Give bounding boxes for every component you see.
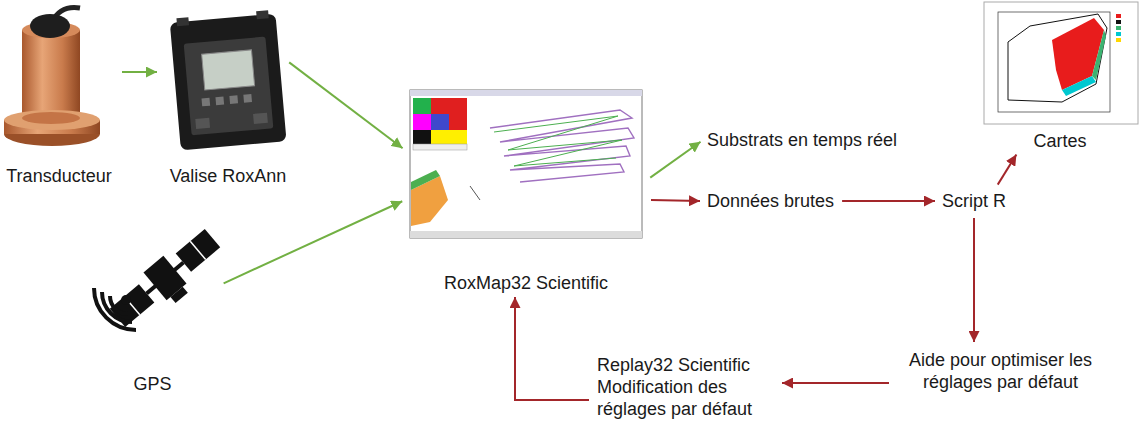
node-label: Valise RoxAnn <box>168 165 289 187</box>
roxmap-software-node: RoxMap32 Scientific <box>405 88 647 294</box>
flow-arrow <box>650 142 700 178</box>
roxann-case-picture <box>169 10 286 151</box>
maps-node: Cartes <box>978 0 1142 152</box>
flow-arrow <box>515 297 589 400</box>
node-label: Aide pour optimiser les réglages par déf… <box>897 349 1104 393</box>
transducer-picture <box>4 8 100 146</box>
node-label: Substrats en temps réel <box>707 129 897 151</box>
r-script-node: Script R <box>938 188 1010 214</box>
realtime-output-node: Substrats en temps réel <box>703 127 901 153</box>
node-label: GPS <box>131 373 173 395</box>
node-label: Données brutes <box>707 190 834 212</box>
flow-arrow <box>289 62 402 148</box>
node-label: Transducteur <box>4 165 113 187</box>
flow-arrow <box>224 201 403 283</box>
gps-icon <box>94 224 229 337</box>
node-label: Cartes <box>1031 130 1088 152</box>
roxmap-screenshot <box>410 90 642 238</box>
flow-arrow <box>122 71 157 73</box>
roxann-case-node: Valise RoxAnn <box>160 5 296 187</box>
transducer-node: Transducteur <box>0 5 118 187</box>
node-label: RoxMap32 Scientific <box>442 272 610 294</box>
flow-arrow <box>998 155 1017 185</box>
flow-arrow <box>973 218 975 342</box>
flow-arrow <box>842 200 935 202</box>
flow-arrow <box>782 382 889 384</box>
gps-node: GPS <box>85 235 220 395</box>
substrate-map <box>984 2 1138 124</box>
node-label: Replay32 Scientific Modification des rég… <box>597 354 775 420</box>
raw-data-node: Données brutes <box>703 188 838 214</box>
replay-software-node: Replay32 Scientific Modification des rég… <box>593 350 779 424</box>
node-label: Script R <box>942 190 1006 212</box>
tuning-help-node: Aide pour optimiser les réglages par déf… <box>893 345 1108 397</box>
flow-arrow <box>651 199 700 202</box>
